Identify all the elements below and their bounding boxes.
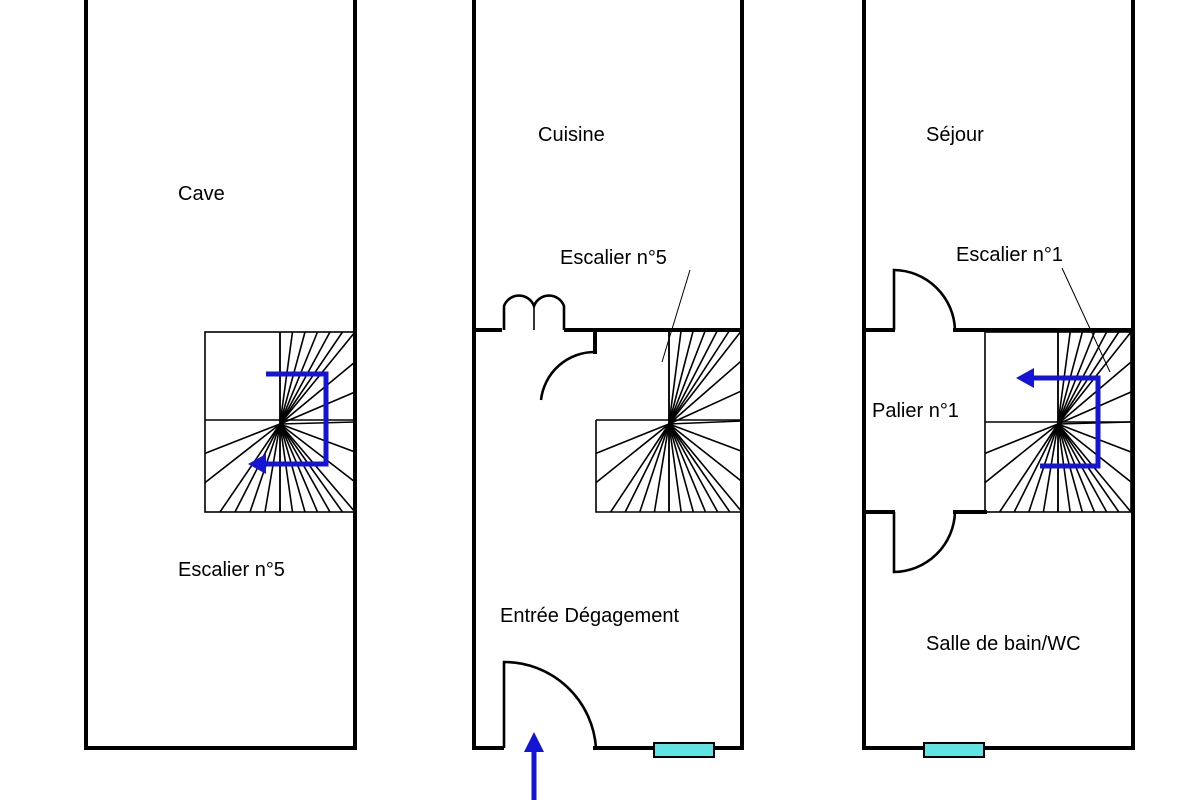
- stair-tread-line: [279, 423, 306, 513]
- stair-tread-line: [279, 331, 294, 425]
- stair-tread-line: [595, 423, 670, 484]
- cuisine-stair-door: [539, 350, 596, 401]
- plan-cave: [84, 0, 357, 750]
- stair-tread-line: [279, 361, 356, 425]
- cuisine-window: [653, 742, 715, 758]
- stair-tread-line: [998, 423, 1059, 513]
- stair-tread-line: [279, 331, 306, 425]
- stair-tread-line: [264, 423, 281, 513]
- stair-tread-line: [668, 423, 682, 513]
- entry-arrow: [524, 732, 544, 800]
- stair-tread-line: [204, 423, 281, 455]
- cuisine-left-wall: [472, 0, 504, 750]
- stair-tread-line: [624, 423, 670, 513]
- stair-tread-line: [668, 423, 743, 513]
- stair-tread-line: [279, 391, 356, 425]
- stair-tread-line: [609, 423, 670, 513]
- entrance-door: [502, 660, 598, 749]
- stair-tread-line: [279, 423, 356, 453]
- stair-tread-line: [279, 423, 356, 513]
- sejour-staircase: [984, 331, 1132, 513]
- stair-tread-line: [279, 421, 356, 425]
- stair-tread-line: [279, 423, 356, 483]
- stair-tread-line: [1057, 361, 1132, 425]
- stair-tread-line: [595, 423, 670, 455]
- stair-tread-line: [1057, 421, 1132, 425]
- stair-tread-line: [984, 423, 1059, 455]
- label-sejour-stair: Escalier n°1: [956, 244, 1063, 266]
- stair-tread-line: [279, 331, 331, 425]
- stair-tread-line: [279, 331, 356, 425]
- cave-direction-arrow: [248, 371, 329, 474]
- stair-tread-line: [668, 359, 743, 425]
- label-sejour: Séjour: [926, 124, 984, 146]
- stair-tread-line: [279, 423, 319, 513]
- sejour-stair-leader: [1061, 267, 1111, 373]
- cuisine-right-wall: [593, 0, 744, 750]
- label-cuisine-stair: Escalier n°5: [560, 247, 667, 269]
- stair-tread-line: [653, 423, 670, 513]
- cuisine-stair-leader: [661, 269, 691, 363]
- stair-tread-line: [668, 329, 695, 425]
- label-cave: Cave: [178, 183, 225, 205]
- sdb-door: [892, 511, 957, 574]
- stair-tread-line: [1057, 423, 1132, 483]
- stair-tread-line: [668, 329, 743, 425]
- label-palier: Palier n°1: [872, 400, 959, 422]
- stair-tread-line: [279, 423, 344, 513]
- plan-sejour: [862, 0, 1135, 758]
- stair-tread-line: [668, 329, 682, 425]
- stair-tread-line: [639, 423, 670, 513]
- sejour-window: [923, 742, 985, 758]
- cuisine-staircase: [595, 329, 743, 513]
- stair-tread-line: [668, 423, 695, 513]
- sejour-door: [892, 268, 957, 331]
- stair-tread-line: [279, 331, 344, 425]
- label-cave-stair: Escalier n°5: [178, 559, 285, 581]
- stair-tread-line: [279, 423, 294, 513]
- stair-tread-line: [668, 389, 743, 425]
- stair-tread-line: [1057, 423, 1132, 453]
- sejour-direction-arrow: [1016, 368, 1101, 469]
- stair-tread-line: [219, 423, 281, 513]
- stair-tread-line: [668, 423, 743, 453]
- stair-tread-line: [668, 329, 719, 425]
- stair-tread-line: [668, 423, 731, 513]
- stair-tread-line: [984, 423, 1059, 484]
- label-sdb: Salle de bain/WC: [926, 633, 1081, 655]
- stair-tread-line: [279, 423, 331, 513]
- plan-cuisine: [472, 0, 744, 800]
- stair-tread-line: [668, 423, 707, 513]
- stair-tread-line: [1013, 423, 1059, 513]
- stair-tread-line: [279, 331, 319, 425]
- stair-tread-line: [1057, 391, 1132, 425]
- stair-tread-line: [668, 420, 743, 425]
- stair-tread-line: [204, 423, 281, 484]
- stair-tread-line: [668, 423, 743, 483]
- stair-tread-line: [668, 329, 707, 425]
- stair-tread-line: [668, 423, 719, 513]
- label-cuisine: Cuisine: [538, 124, 605, 146]
- label-entree: Entrée Dégagement: [500, 605, 679, 627]
- cave-staircase: [204, 331, 356, 513]
- stair-tread-line: [668, 329, 731, 425]
- sejour-walls: [862, 0, 1135, 750]
